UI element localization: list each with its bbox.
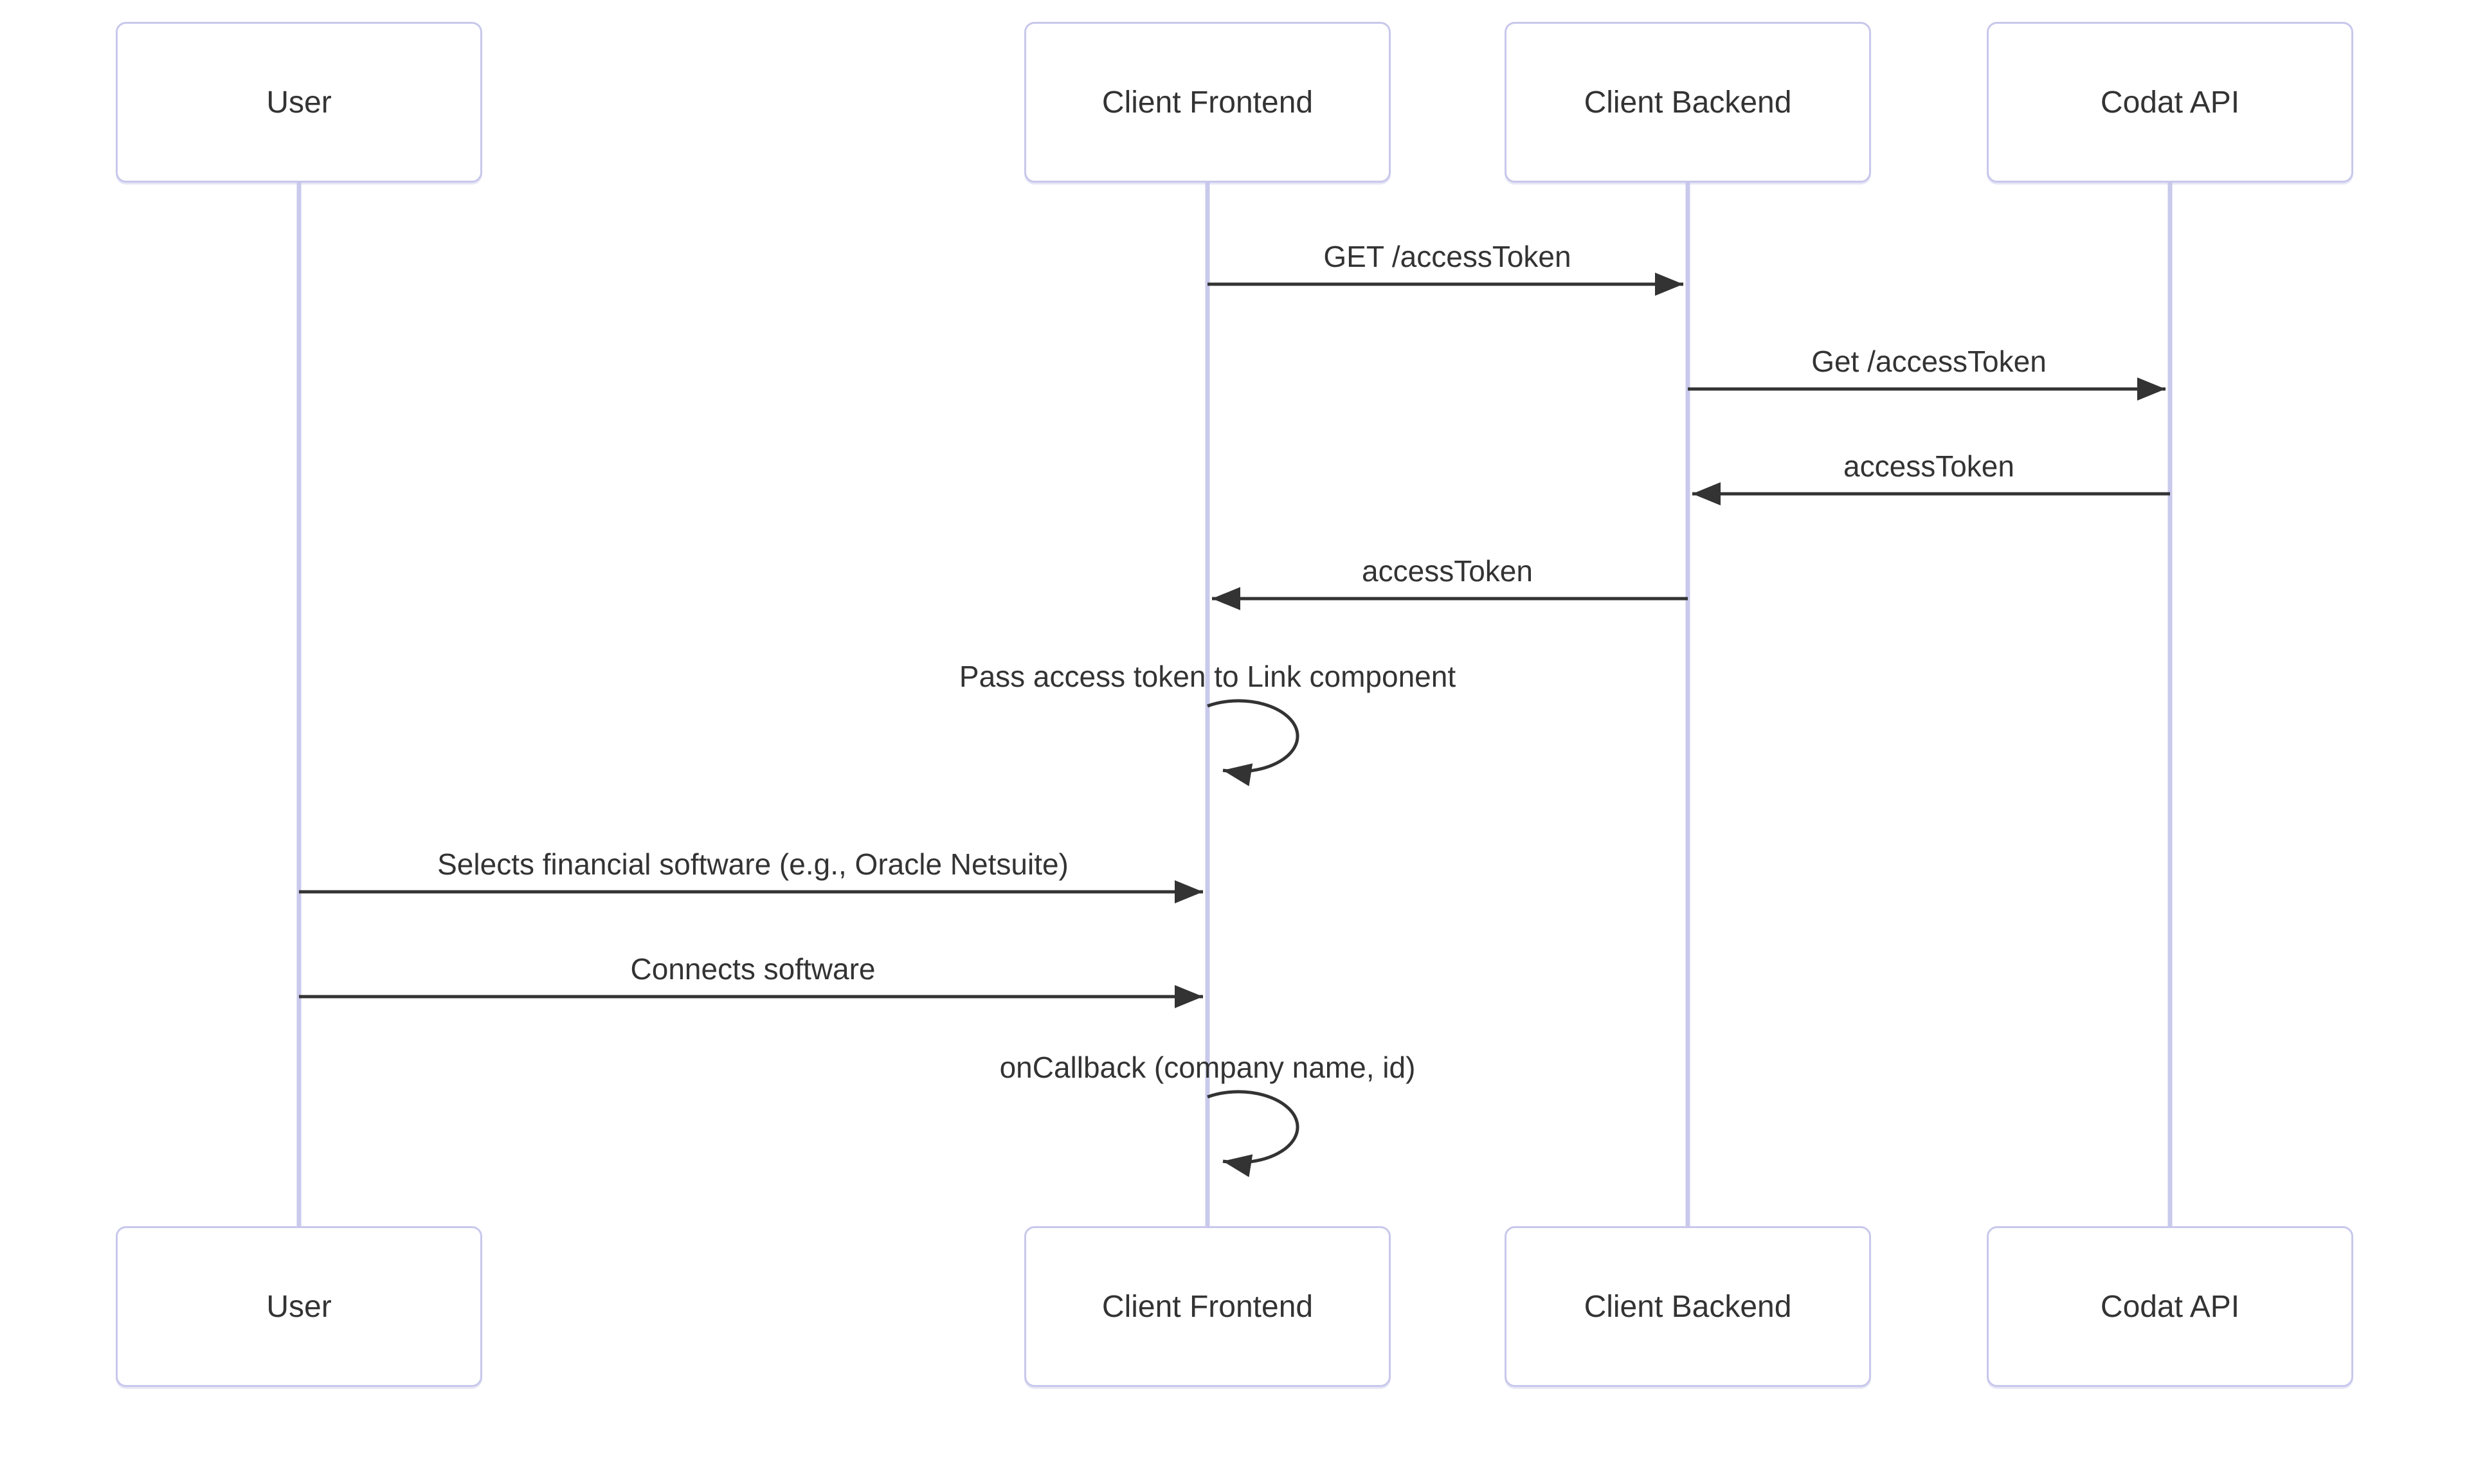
message-label-connects-software: Connects software [630, 952, 876, 986]
actor-client-frontend-bottom: Client Frontend [1024, 1226, 1391, 1387]
actor-codat-api-top-label: Codat API [2100, 85, 2240, 120]
message-label-accesstoken-codat-cb: accessToken [1843, 449, 2014, 483]
actor-codat-api-top: Codat API [1987, 22, 2353, 183]
self-loop-oncallback [1207, 1090, 1299, 1177]
actor-user-bottom-label: User [266, 1289, 332, 1324]
message-label-get-accesstoken-cb-codat: Get /accessToken [1811, 345, 2047, 378]
actor-user-top: User [116, 22, 482, 183]
actor-user-top-label: User [266, 85, 332, 120]
message-label-pass-access-token: Pass access token to Link component [959, 660, 1456, 693]
actor-client-backend-bottom: Client Backend [1505, 1226, 1871, 1387]
actor-client-frontend-bottom-label: Client Frontend [1101, 1289, 1314, 1324]
message-label-selects-software: Selects financial software (e.g., Oracle… [437, 847, 1069, 881]
message-label-accesstoken-cb-cf: accessToken [1362, 554, 1533, 588]
message-label-oncallback: onCallback (company name, id) [999, 1051, 1416, 1084]
actor-user-bottom: User [116, 1226, 482, 1387]
actor-codat-api-bottom: Codat API [1987, 1226, 2353, 1387]
actor-client-frontend-top: Client Frontend [1024, 22, 1391, 183]
actor-client-backend-bottom-label: Client Backend [1584, 1289, 1792, 1324]
actor-client-backend-top: Client Backend [1505, 22, 1871, 183]
self-loop-pass-access-token [1207, 699, 1299, 786]
actor-client-frontend-top-label: Client Frontend [1101, 85, 1314, 120]
message-label-get-accesstoken-cf-cb: GET /accessToken [1323, 240, 1571, 273]
actor-client-backend-top-label: Client Backend [1584, 85, 1792, 120]
actor-codat-api-bottom-label: Codat API [2100, 1289, 2240, 1324]
